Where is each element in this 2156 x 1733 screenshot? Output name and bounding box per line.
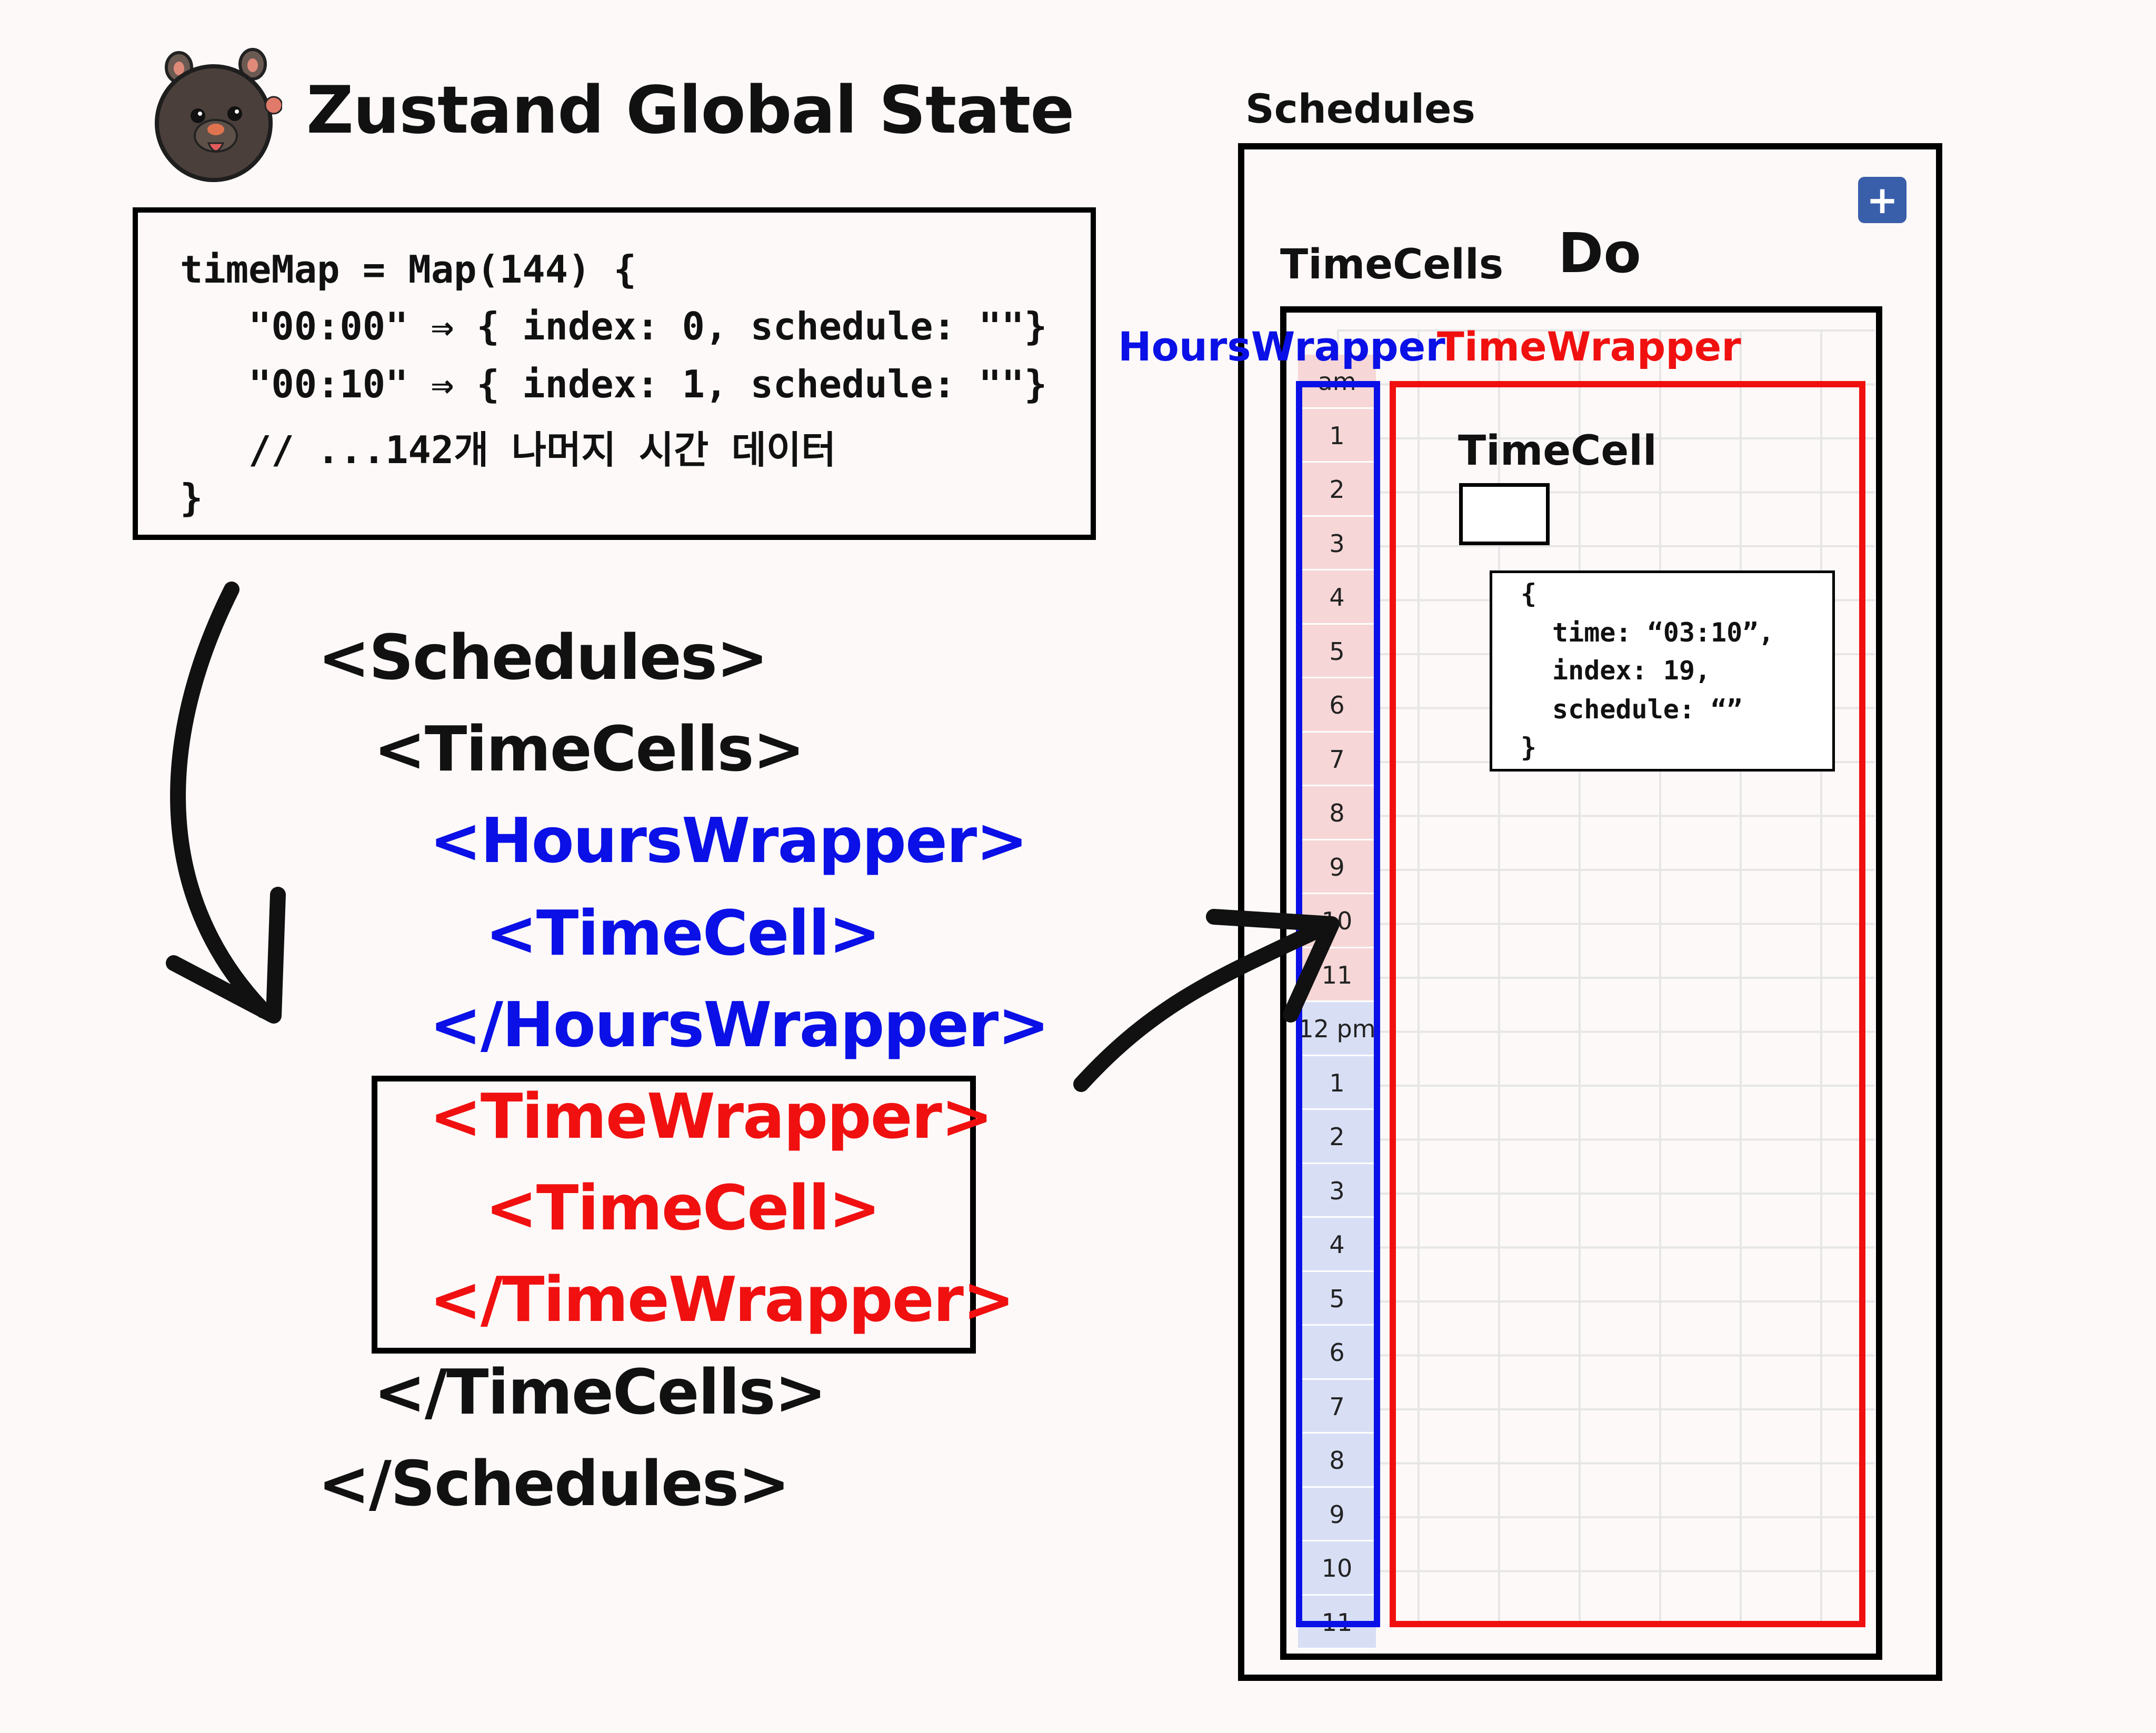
page-title: Zustand Global State xyxy=(306,73,1074,148)
tag-timecells-open: <TimeCells> xyxy=(374,713,805,785)
hour-cell: 9 xyxy=(1298,840,1376,894)
object-close: } xyxy=(1521,732,1537,763)
timecells-label: TimeCells xyxy=(1280,241,1504,288)
hour-cell: 2 xyxy=(1298,1110,1376,1164)
hour-cell: 8 xyxy=(1298,786,1376,840)
tag-hourswrapper-timecell: <TimeCell> xyxy=(485,897,881,969)
zustand-bear-logo xyxy=(155,48,282,182)
timewrapper-label: TimeWrapper xyxy=(1437,323,1741,370)
timecell-object-box: { time: “03:10”, index: 19, schedule: “”… xyxy=(1490,570,1835,772)
hour-cell: 3 xyxy=(1298,516,1376,570)
hour-cell: 6 xyxy=(1298,1326,1376,1380)
hour-cell: 8 xyxy=(1298,1434,1376,1488)
tag-timewrapper-close: </TimeWrapper> xyxy=(430,1263,1015,1336)
hour-cell: 2 xyxy=(1298,463,1376,517)
object-open: { xyxy=(1521,578,1537,609)
hour-cell: 1 xyxy=(1298,1056,1376,1110)
timecell-box[interactable] xyxy=(1459,483,1550,545)
timewrapper-frame xyxy=(1390,381,1865,1627)
hour-cell: 4 xyxy=(1298,570,1376,625)
hour-cell: 3 xyxy=(1298,1164,1376,1218)
code-line: } xyxy=(180,476,203,520)
code-line: timeMap = Map(144) { xyxy=(180,247,636,292)
hour-cell: 1 xyxy=(1298,408,1376,463)
hour-cell: 9 xyxy=(1298,1487,1376,1541)
tag-timewrapper-open: <TimeWrapper> xyxy=(430,1080,993,1153)
code-line: // ...142개 나머지 시간 데이터 xyxy=(248,428,836,472)
code-box: timeMap = Map(144) { "00:00" ⇒ { index: … xyxy=(133,207,1096,540)
tag-timecells-close: </TimeCells> xyxy=(374,1356,827,1428)
tag-hourswrapper-open: <HoursWrapper> xyxy=(430,804,1028,877)
tag-timewrapper-timecell: <TimeCell> xyxy=(485,1171,881,1244)
tag-schedules-open: <Schedules> xyxy=(318,621,768,694)
tag-hourswrapper-close: </HoursWrapper> xyxy=(430,988,1050,1061)
hour-cell: 7 xyxy=(1298,1379,1376,1434)
hour-cell: 5 xyxy=(1298,1271,1376,1326)
hour-cell: 5 xyxy=(1298,624,1376,678)
hour-cell: 4 xyxy=(1298,1218,1376,1272)
hour-cell: 7 xyxy=(1298,732,1376,786)
timecells-frame xyxy=(1280,306,1882,1660)
object-index: index: 19, xyxy=(1552,655,1711,686)
object-time: time: “03:10”, xyxy=(1552,617,1774,648)
time-grid xyxy=(1337,329,1875,1624)
tag-schedules-close: </Schedules> xyxy=(318,1447,790,1520)
code-line: "00:00" ⇒ { index: 0, schedule: ""} xyxy=(248,304,1047,348)
do-label: Do xyxy=(1558,221,1641,285)
schedules-label: Schedules xyxy=(1245,85,1475,132)
hour-cell: 6 xyxy=(1298,678,1376,733)
object-schedule: schedule: “” xyxy=(1552,694,1743,725)
timecell-label: TimeCell xyxy=(1458,427,1657,475)
hour-cell: 10 xyxy=(1298,1541,1376,1596)
add-button[interactable]: + xyxy=(1858,177,1907,223)
hour-cell: 12 pm xyxy=(1298,1002,1376,1056)
code-line: "00:10" ⇒ { index: 1, schedule: ""} xyxy=(248,362,1047,406)
timewrapper-highlight-box xyxy=(372,1076,976,1354)
hourswrapper-label: HoursWrapper xyxy=(1118,323,1445,370)
